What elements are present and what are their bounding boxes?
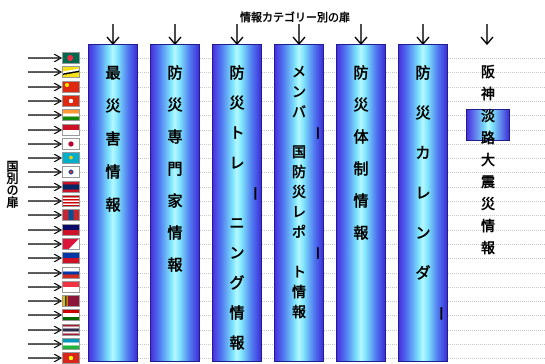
singapore-flag-icon[interactable] [62,280,80,293]
malaysia-flag-icon[interactable] [62,195,80,207]
arrow-right-icon [28,297,62,306]
arrow-right-icon [28,82,62,91]
indonesia-flag-icon[interactable] [62,123,80,136]
myanmar-flag-icon[interactable] [62,223,80,236]
arrow-down-icon [292,24,306,46]
arrow-down-icon [480,24,494,46]
arrow-right-icon [28,282,62,291]
bangladesh-flag-icon[interactable] [62,52,80,64]
korea-flag-icon[interactable] [62,166,80,179]
arrow-right-icon [28,139,62,148]
category-door-3[interactable] [274,44,324,362]
china-flag-icon[interactable] [62,80,80,93]
brunei-flag-icon[interactable] [62,66,80,79]
arrow-right-icon [28,168,62,177]
category-door-2[interactable] [212,44,262,362]
russia-flag-icon[interactable] [62,266,80,279]
mongolia-flag-icon[interactable] [62,209,80,222]
philippines-flag-icon[interactable] [62,252,80,265]
nepal-flag-icon[interactable] [62,237,80,250]
arrow-right-icon [28,54,62,62]
category-door-5[interactable] [398,44,448,362]
category-door-6[interactable] [466,109,510,141]
arrow-right-icon [28,111,62,120]
arrow-right-icon [28,125,62,134]
arrow-right-icon [28,182,62,191]
japan-flag-icon[interactable] [62,137,80,150]
country-doors-label: 国別の扉 [5,160,19,208]
arrow-right-icon [28,268,62,277]
india-flag-icon[interactable] [62,109,80,122]
arrow-right-icon [28,68,62,77]
vietnam-flag-icon[interactable] [62,352,80,364]
arrow-right-icon [28,325,62,334]
arrow-right-icon [28,239,62,248]
arrow-down-icon [230,24,244,46]
hong-kong-flag-icon[interactable] [62,94,80,107]
uzbekistan-flag-icon[interactable] [62,338,80,350]
thailand-flag-icon[interactable] [62,323,80,336]
diagram-title: 情報カテゴリー別の扉 [240,11,350,24]
tajikistan-flag-icon[interactable] [62,309,80,322]
arrow-right-icon [28,311,62,320]
arrow-right-icon [28,254,62,263]
arrow-right-icon [28,340,62,348]
kazakhstan-flag-icon[interactable] [62,152,80,165]
arrow-right-icon [28,96,62,105]
arrow-down-icon [168,24,182,46]
arrow-down-icon [106,24,120,46]
category-door-4[interactable] [336,44,386,362]
arrow-right-icon [28,354,62,363]
arrow-down-icon [416,24,430,46]
arrow-right-icon [28,211,62,220]
arrow-right-icon [28,197,62,205]
category-door-1[interactable] [150,44,200,362]
laos-flag-icon[interactable] [62,180,80,193]
category-door-0[interactable] [88,44,138,362]
arrow-right-icon [28,154,62,163]
sri-lanka-flag-icon[interactable] [62,295,80,308]
arrow-down-icon [354,24,368,46]
arrow-right-icon [28,225,62,234]
